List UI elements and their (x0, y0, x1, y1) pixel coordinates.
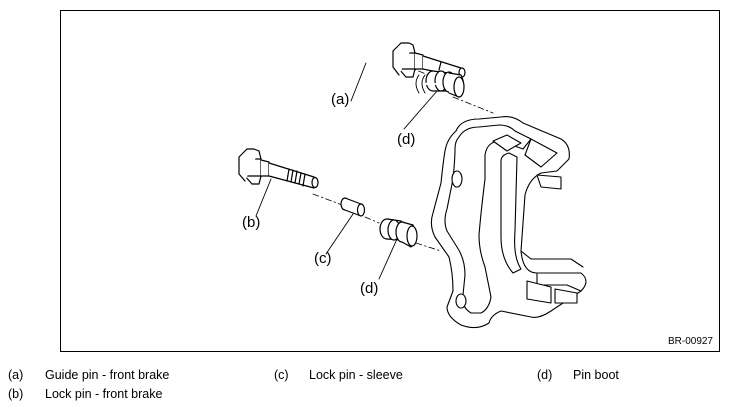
figure-frame: (a) (d) (b) (c) (d) BR-00927 (60, 10, 720, 352)
callout-c: (c) (314, 250, 332, 267)
legend-key-d: (d) (537, 368, 553, 382)
pin-boot-upper-ribs (415, 74, 426, 94)
legend-text-a: Guide pin - front brake (45, 368, 170, 382)
legend-key-c: (c) (274, 368, 289, 382)
callout-d-lower: (d) (360, 280, 378, 297)
legend-text-d: Pin boot (573, 368, 619, 382)
brake-caliper-diagram: (a) (d) (b) (c) (d) (238, 42, 587, 329)
legend-key-a: (a) (8, 368, 24, 382)
sleeve-part (340, 197, 366, 217)
callout-a: (a) (331, 91, 349, 108)
caliper-bracket-part (430, 116, 587, 329)
callout-d-upper: (d) (397, 131, 415, 148)
figure-reference-code: BR-00927 (667, 336, 713, 347)
legend-text-c: Lock pin - sleeve (309, 368, 403, 382)
guide-pin-part (392, 42, 466, 78)
leader-lines (255, 62, 438, 280)
legend-text-b: Lock pin - front brake (45, 387, 163, 401)
legend-key-b: (b) (8, 387, 24, 401)
lock-pin-part (238, 148, 319, 189)
pin-boot-lower-part (379, 218, 418, 248)
callout-b: (b) (242, 214, 260, 231)
pin-boot-upper-part (423, 70, 465, 98)
